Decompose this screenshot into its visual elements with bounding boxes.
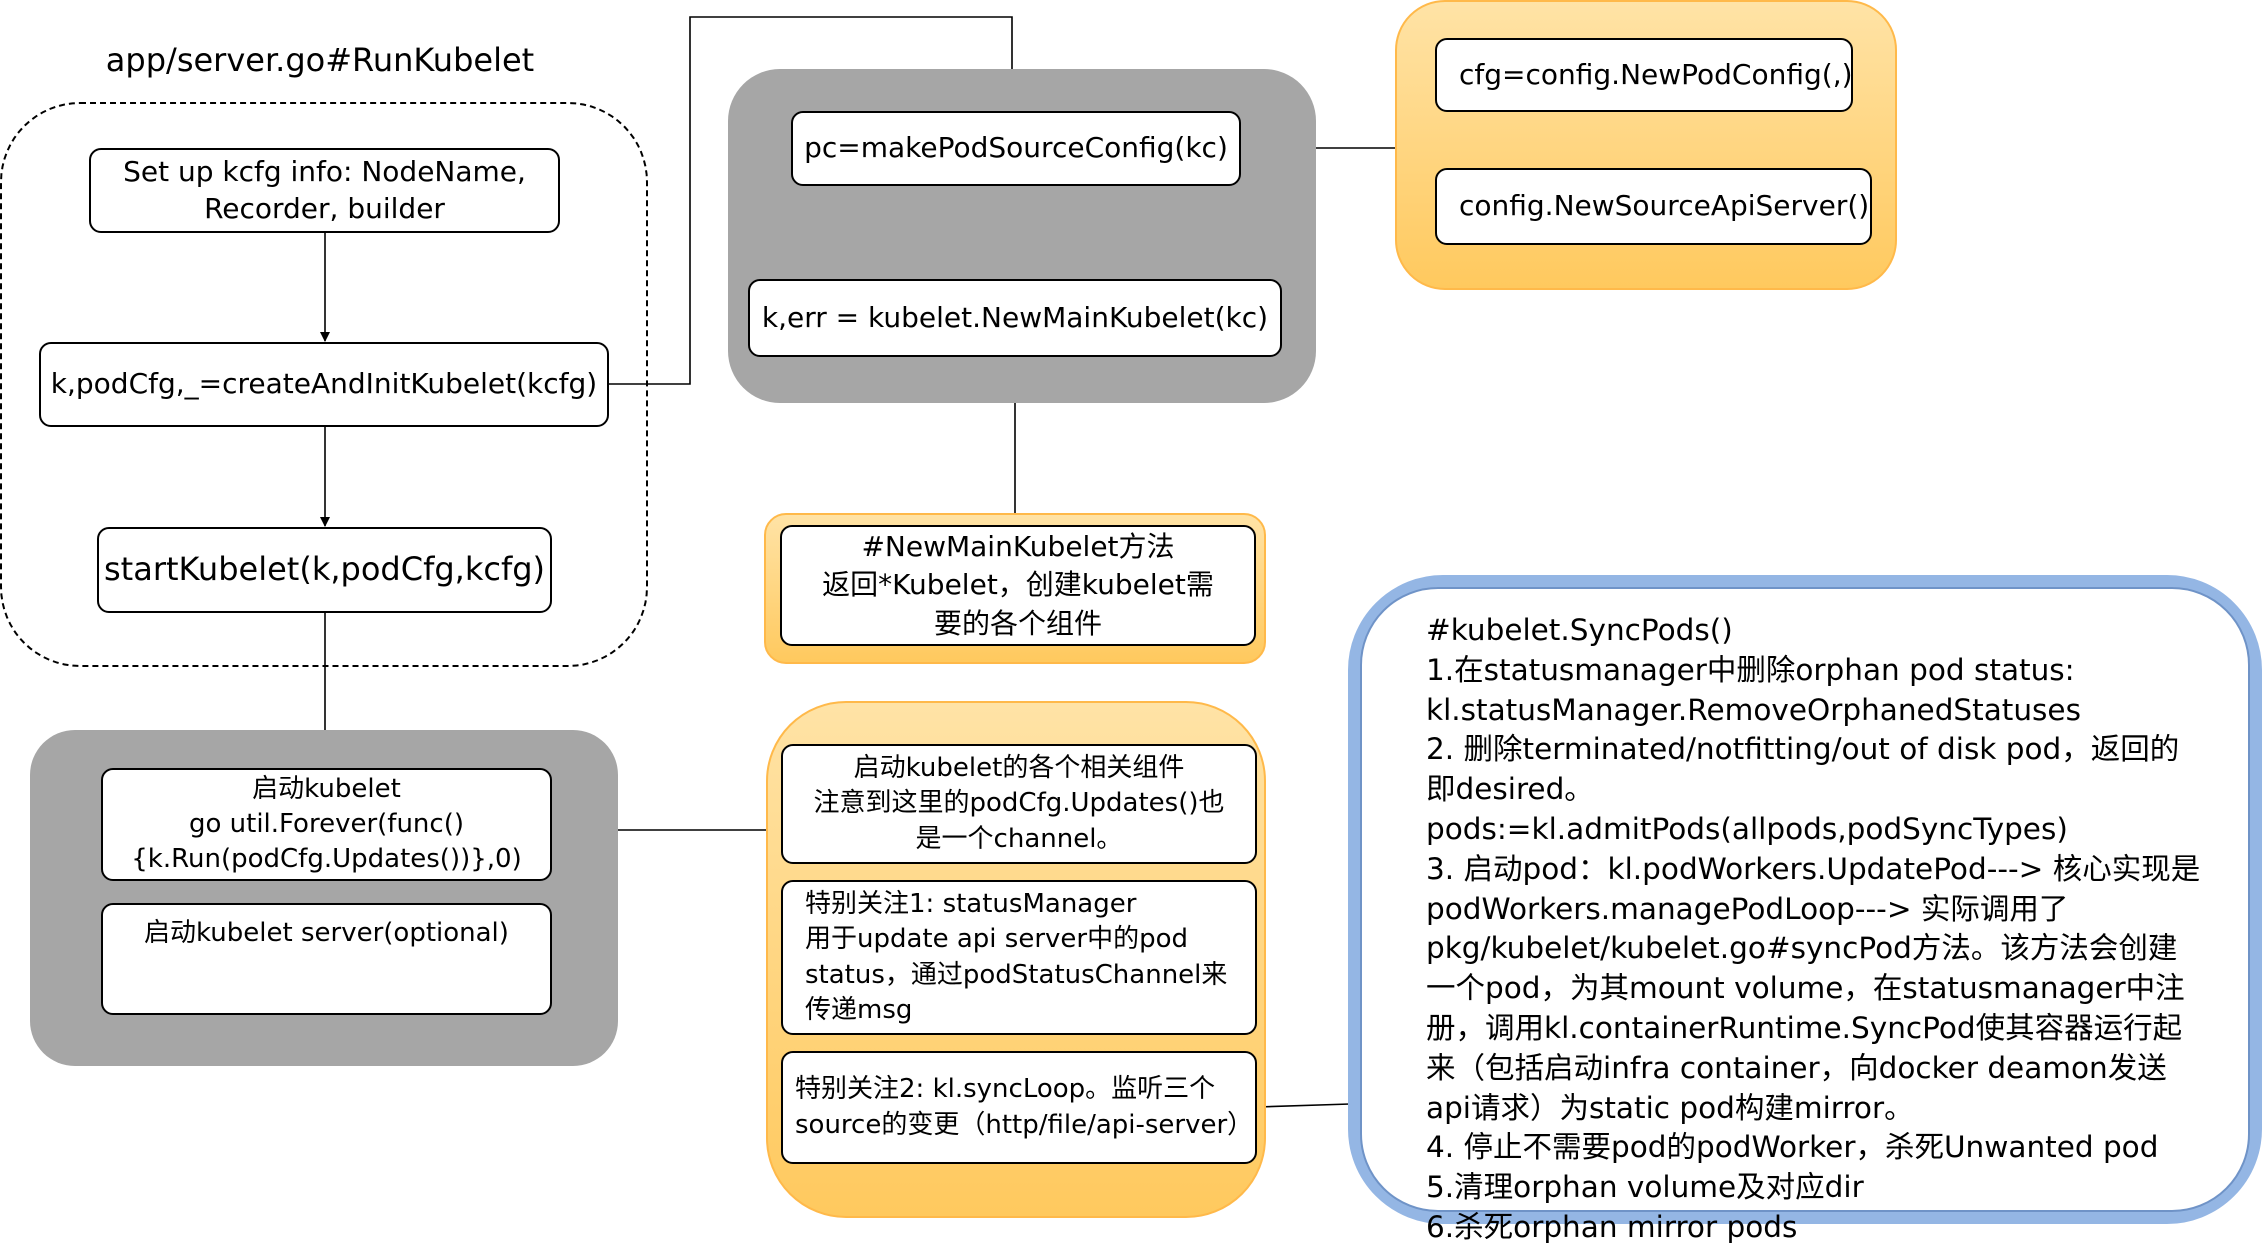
connector-create-to-makepodsource [608,16,1017,385]
diagram-title: app/server.go#RunKubelet [105,41,535,79]
run-kubelet-node: 启动kubelet go util.Forever(func() {k.Run(… [101,768,552,881]
sync-pods-note: #kubelet.SyncPods() 1.在statusmanager中删除o… [1360,587,2250,1244]
setup-kcfg-node: Set up kcfg info: NodeName, Recorder, bu… [89,148,560,233]
run-kubelet-group [0,102,648,667]
focus-status-manager-note: 特别关注1: statusManager 用于update api server… [781,880,1257,1035]
make-pod-source-config-node: pc=makePodSourceConfig(kc) [791,111,1241,186]
create-and-init-kubelet-node: k,podCfg,_=createAndInitKubelet(kcfg) [39,342,609,427]
connector-syncloop-to-syncpods [1257,1103,1351,1108]
new-main-kubelet-node: k,err = kubelet.NewMainKubelet(kc) [748,279,1282,357]
components-note: 启动kubelet的各个相关组件 注意到这里的podCfg.Updates()也… [781,744,1257,864]
focus-sync-loop-note: 特别关注2: kl.syncLoop。监听三个 source的变更（http/f… [781,1051,1257,1164]
new-source-api-server-node: config.NewSourceApiServer() [1435,168,1872,245]
new-pod-config-node: cfg=config.NewPodConfig(,) [1435,38,1853,112]
start-kubelet-node: startKubelet(k,podCfg,kcfg) [97,527,552,613]
kubelet-server-node: 启动kubelet server(optional) [101,903,552,1015]
new-main-kubelet-note: #NewMainKubelet方法 返回*Kubelet，创建kubelet需 … [780,525,1256,646]
